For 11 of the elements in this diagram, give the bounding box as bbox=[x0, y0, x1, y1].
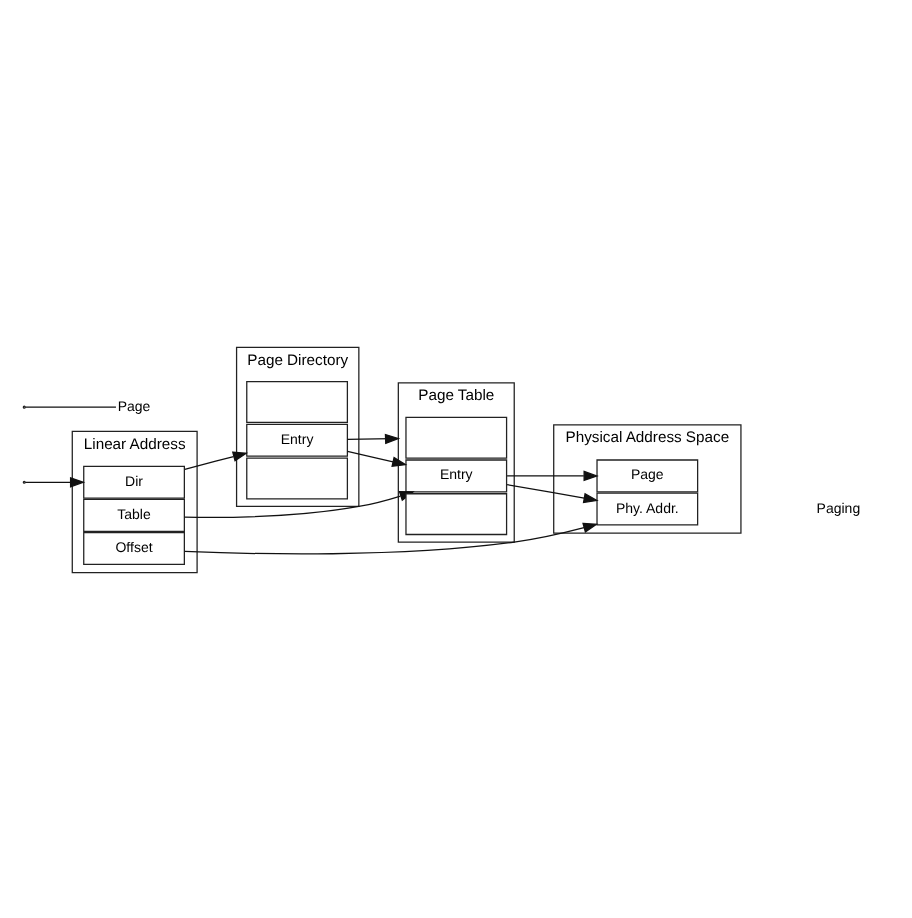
arrow bbox=[506, 469, 599, 481]
node-box bbox=[246, 380, 348, 423]
arrow bbox=[184, 521, 599, 554]
arrow bbox=[24, 475, 86, 487]
node-box bbox=[405, 492, 508, 535]
arrow bbox=[346, 432, 401, 444]
arrow bbox=[346, 449, 408, 466]
node-box bbox=[405, 415, 508, 458]
arrow bbox=[184, 450, 249, 469]
arrow bbox=[506, 483, 599, 503]
node-box bbox=[246, 456, 348, 499]
